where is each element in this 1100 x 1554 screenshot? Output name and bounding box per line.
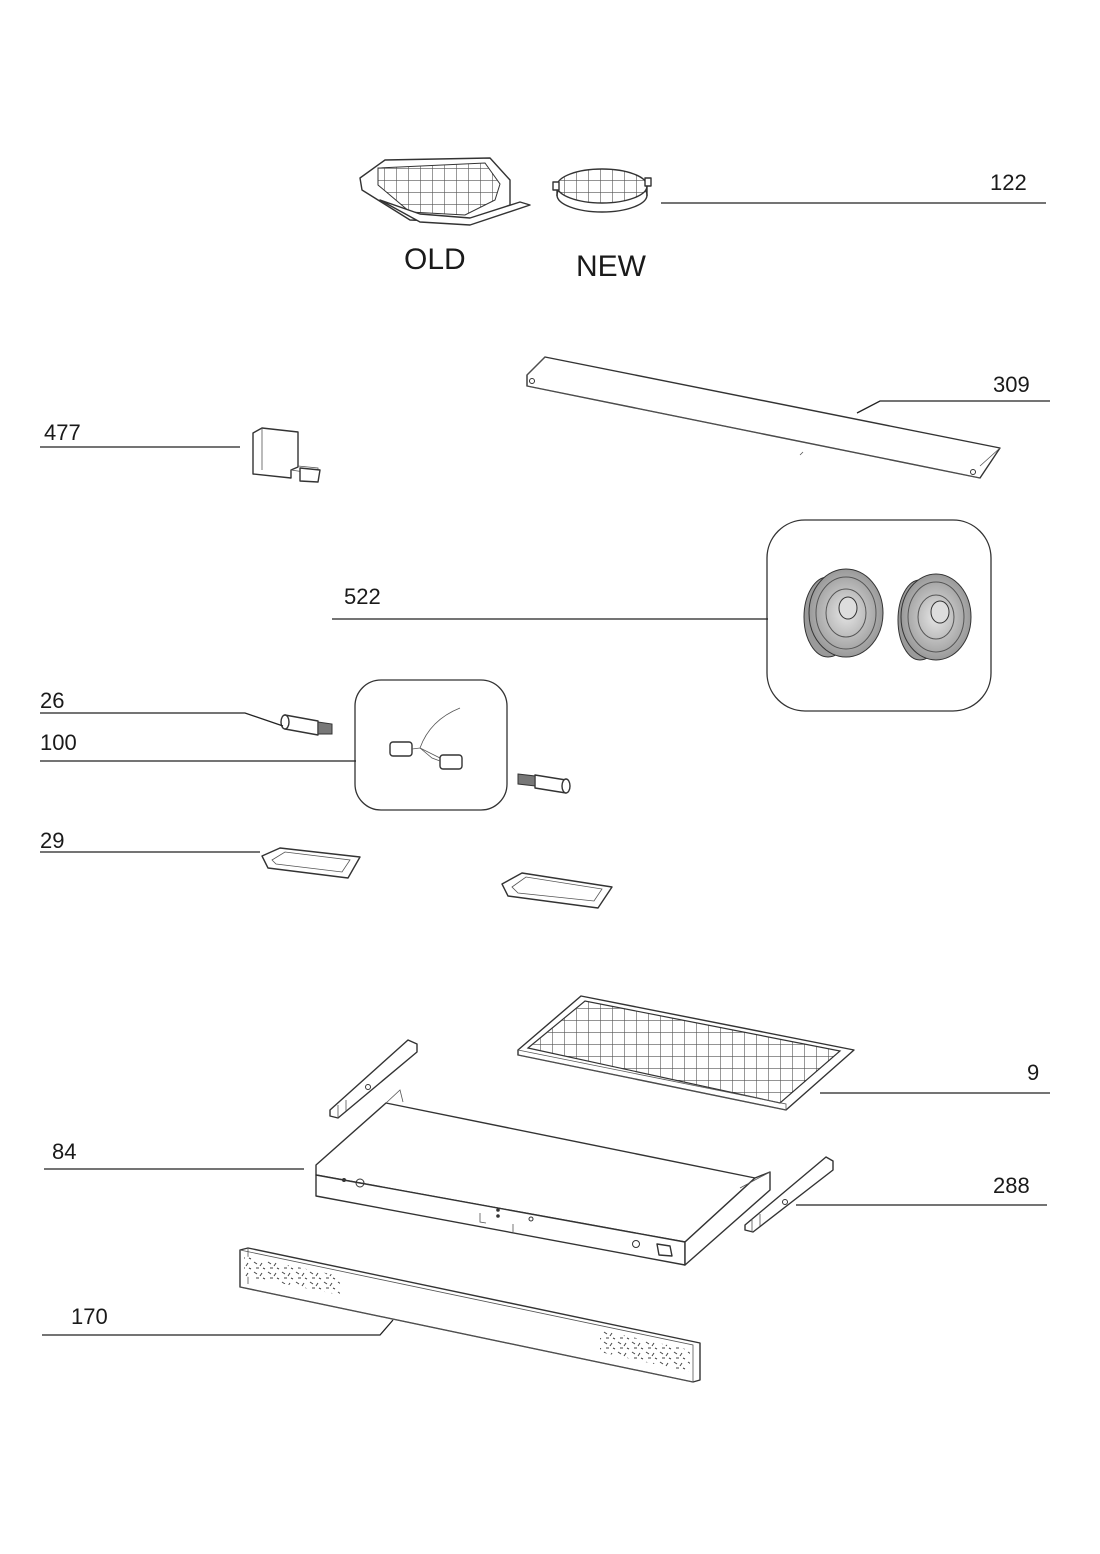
old-carbon-filter-drawing — [359, 157, 531, 226]
part-label-288: 288 — [993, 1173, 1030, 1198]
rail-left-drawing — [329, 1039, 418, 1119]
caption-old: OLD — [404, 243, 466, 276]
part-label-170: 170 — [71, 1304, 108, 1329]
leader-line-309 — [856, 400, 1050, 414]
part-477-drawing — [252, 427, 321, 483]
leader-line-170 — [42, 1319, 394, 1336]
part-9-drawing — [517, 995, 855, 1111]
part-label-100: 100 — [40, 730, 77, 755]
part-label-477: 477 — [44, 420, 81, 445]
part-100-box — [354, 679, 508, 811]
part-100-drawing — [389, 707, 463, 770]
part-label-122: 122 — [990, 170, 1027, 195]
part-84-drawing — [315, 1089, 771, 1266]
part-522-drawing — [803, 568, 972, 661]
part-26-drawing — [280, 714, 571, 794]
part-29-drawing — [261, 847, 613, 909]
part-label-26: 26 — [40, 688, 65, 713]
caption-new: NEW — [576, 250, 646, 283]
part-label-29: 29 — [40, 828, 65, 853]
new-carbon-filter-drawing — [552, 168, 652, 213]
part-label-9: 9 — [1027, 1060, 1040, 1085]
leader-line-26 — [40, 712, 284, 727]
part-309-drawing — [526, 356, 1001, 479]
part-170-drawing — [239, 1247, 701, 1383]
part-label-522: 522 — [344, 584, 381, 609]
part-label-309: 309 — [993, 372, 1030, 397]
part-label-84: 84 — [52, 1139, 77, 1164]
part-288-drawing — [744, 1156, 834, 1233]
